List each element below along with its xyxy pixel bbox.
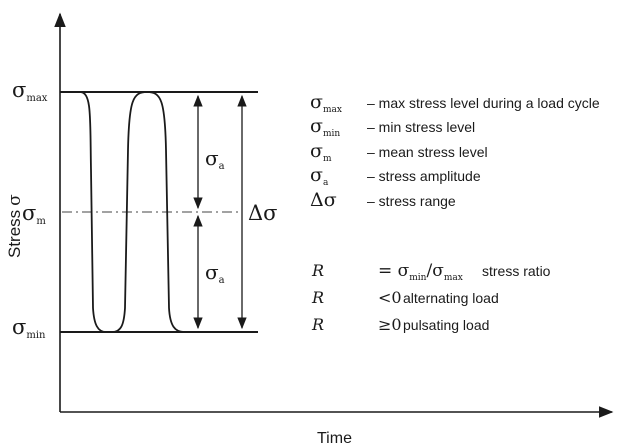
legend-description: – stress amplitude [367, 168, 481, 184]
legend: σmax – max stress level during a load cyc… [310, 91, 600, 211]
range-label: Δσ [248, 201, 278, 225]
ratio-variable: R [311, 288, 324, 307]
legend-symbol: σmin [310, 115, 340, 139]
x-axis-label: Time [317, 430, 352, 447]
ratio-description: pulsating load [403, 317, 489, 333]
legend-description: – max stress level during a load cycle [367, 95, 600, 111]
legend-symbol: Δσ [310, 189, 337, 211]
amplitude-lower-label: σa [205, 260, 225, 286]
amplitude-upper-label: σa [205, 146, 225, 172]
legend-description: – mean stress level [367, 144, 488, 160]
y-axis-label: Stressσ [5, 194, 25, 258]
ratio-variable: R [311, 261, 324, 280]
ratio-description: alternating load [403, 290, 499, 306]
ratio-formula: = σmin/σmax [378, 261, 463, 283]
stress-cycle-curve [60, 91, 200, 333]
mean-level-label: σm [22, 201, 46, 227]
legend-symbol: σa [310, 164, 329, 188]
legend-symbol: σmax [310, 91, 342, 115]
max-level-label: σmax [12, 78, 48, 104]
legend-description: – min stress level [367, 119, 475, 135]
ratio-variable: R [311, 315, 324, 334]
ratio-condition: ≥0 [378, 315, 402, 334]
legend-symbol: σm [310, 140, 332, 164]
legend-description: – stress range [367, 193, 456, 209]
ratio-description: stress ratio [482, 263, 551, 279]
min-level-label: σmin [12, 315, 46, 341]
ratio-condition: <0 [378, 288, 402, 307]
